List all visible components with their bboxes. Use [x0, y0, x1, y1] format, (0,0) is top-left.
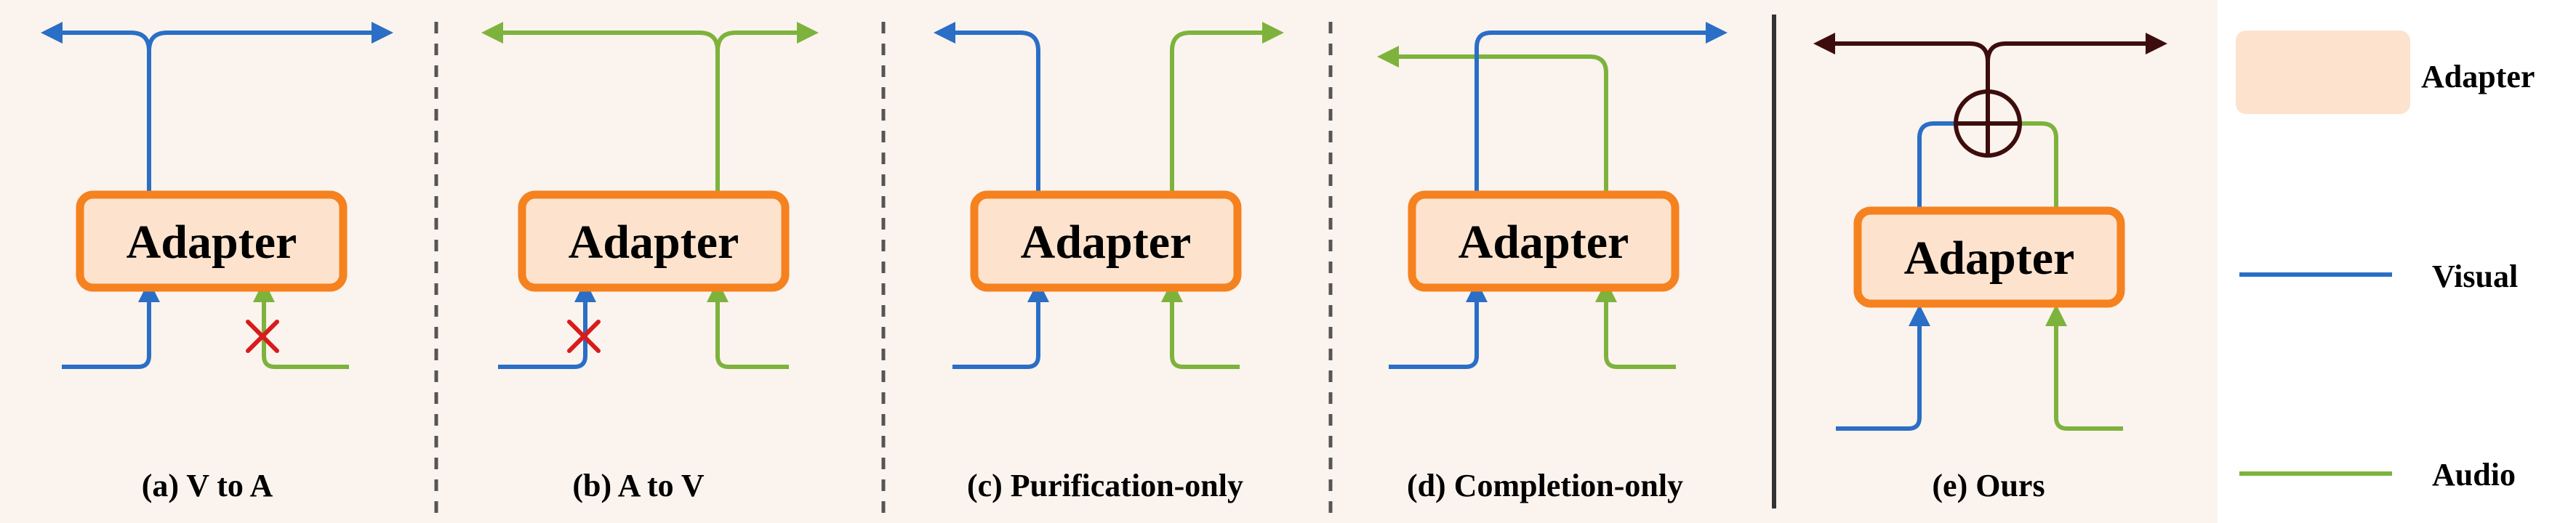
legend-adapter-label: Adapter	[2421, 59, 2535, 94]
audio-input-line	[253, 280, 349, 369]
adapter-label: Adapter	[569, 216, 739, 269]
adapter-label: Adapter	[127, 216, 297, 269]
adapter-box	[970, 190, 1242, 292]
visual-input-line	[498, 280, 596, 369]
audio-output-line	[1377, 46, 1608, 196]
legend: Adapter Visual Audio	[2236, 31, 2535, 492]
legend-visual-label: Visual	[2432, 259, 2518, 294]
visual-output-line	[1474, 22, 1728, 196]
panel-caption: (e) Ours	[1932, 468, 2045, 503]
panel-caption: (a) V to A	[142, 468, 273, 503]
adapter-label: Adapter	[1904, 232, 2075, 285]
panel-caption: (b) A to V	[572, 468, 705, 503]
visual-input-line	[952, 280, 1049, 369]
visual-input-line	[62, 280, 160, 369]
visual-output-line-right	[147, 22, 393, 52]
fused-output-line-right	[1986, 33, 2167, 62]
adapter-box	[1853, 206, 2125, 308]
audio-fusion-line	[2020, 121, 2058, 209]
audio-input-line	[707, 280, 789, 369]
legend-audio-label: Audio	[2432, 457, 2516, 492]
adapter-box	[76, 190, 348, 292]
adapter-label: Adapter	[1458, 216, 1629, 269]
audio-output-line-right	[715, 22, 819, 52]
adapter-box	[1408, 190, 1680, 292]
blocked-cross-icon	[567, 320, 601, 353]
visual-input-line	[1389, 280, 1488, 369]
audio-output-line	[1170, 22, 1284, 196]
panel-completion-only: Adapter (d) Completion-only	[1377, 22, 1728, 503]
panel-ours: Adapter (e) Ours	[1813, 33, 2167, 503]
panel-a-to-v: Adapter (b) A to V	[481, 22, 819, 503]
visual-fusion-line	[1917, 121, 1956, 209]
adapter-label: Adapter	[1021, 216, 1192, 269]
visual-output-line	[934, 22, 1040, 196]
panel-caption: (c) Purification-only	[967, 468, 1243, 503]
audio-input-line	[1161, 280, 1240, 369]
audio-input-line	[2045, 304, 2123, 431]
panel-caption: (d) Completion-only	[1407, 468, 1683, 503]
panel-v-to-a: Adapter (a) V to A	[41, 22, 393, 503]
blocked-cross-icon	[246, 320, 279, 353]
audio-input-line	[1595, 280, 1676, 369]
visual-input-line	[1836, 304, 1930, 431]
add-operator-icon	[1954, 89, 2022, 158]
adapter-box	[518, 190, 790, 292]
panel-purification-only: Adapter (c) Purification-only	[934, 22, 1284, 503]
legend-adapter-swatch	[2236, 31, 2410, 114]
